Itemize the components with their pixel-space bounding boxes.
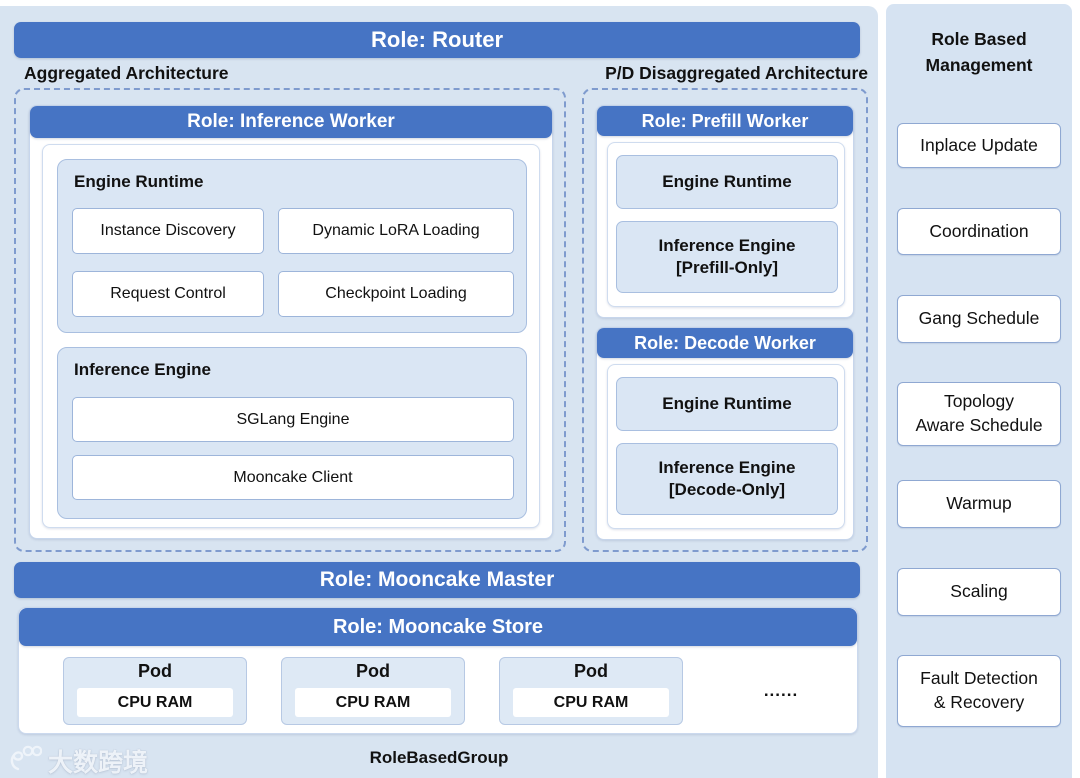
inference-engine-title: Inference Engine <box>74 360 211 379</box>
instance-discovery-box: Instance Discovery <box>72 208 264 254</box>
checkpoint-loading-box: Checkpoint Loading <box>278 271 514 317</box>
pd-disaggregated-group: Role: Prefill Worker Engine Runtime Infe… <box>582 88 868 552</box>
mooncake-store-card: Role: Mooncake Store Pod CPU RAM Pod CPU… <box>18 607 858 734</box>
sidebar-item-topology-aware-schedule: Topology Aware Schedule <box>897 382 1061 446</box>
more-pods-ellipsis: ...... <box>763 681 799 700</box>
rolebasedgroup-label: RoleBasedGroup <box>369 748 509 767</box>
pod-title: Pod <box>138 661 172 681</box>
dynamic-lora-loading-box: Dynamic LoRA Loading <box>278 208 514 254</box>
sidebar-item-fault-detection-recovery: Fault Detection & Recovery <box>897 655 1061 727</box>
mooncake-master-role-banner: Role: Mooncake Master <box>14 562 860 598</box>
aggregated-architecture-group: Role: Inference Worker Engine Runtime In… <box>14 88 566 552</box>
prefill-worker-role-banner: Role: Prefill Worker <box>597 106 853 136</box>
pod-title: Pod <box>356 661 390 681</box>
role-based-management-title: Role Based Management <box>925 29 1033 76</box>
pod-title: Pod <box>574 661 608 681</box>
router-role-banner: Role: Router <box>14 22 860 58</box>
pd-disaggregated-architecture-label: P/D Disaggregated Architecture <box>605 63 868 83</box>
engine-runtime-panel: Engine Runtime Instance Discovery Dynami… <box>57 159 527 333</box>
sglang-engine-box: SGLang Engine <box>72 397 514 442</box>
decode-engine-runtime-box: Engine Runtime <box>616 377 838 431</box>
sidebar-item-coordination: Coordination <box>897 208 1061 255</box>
watermark-logo-icon <box>8 744 43 778</box>
main-architecture-panel: Role: Router Aggregated Architecture P/D… <box>0 6 878 778</box>
sidebar-item-gang-schedule: Gang Schedule <box>897 295 1061 343</box>
prefill-worker-card: Role: Prefill Worker Engine Runtime Infe… <box>596 105 854 318</box>
pod-box: Pod CPU RAM <box>63 657 247 725</box>
role-based-management-panel: Role Based Management Inplace Update Coo… <box>886 4 1072 778</box>
mooncake-store-role-banner: Role: Mooncake Store <box>19 608 857 646</box>
decode-worker-card: Role: Decode Worker Engine Runtime Infer… <box>596 327 854 540</box>
decode-worker-inner-card: Engine Runtime Inference Engine [Decode-… <box>607 364 845 529</box>
inference-worker-inner-card: Engine Runtime Instance Discovery Dynami… <box>42 144 540 528</box>
cpu-ram-box: CPU RAM <box>513 688 669 717</box>
mooncake-client-box: Mooncake Client <box>72 455 514 500</box>
prefill-inference-engine-box: Inference Engine [Prefill-Only] <box>616 221 838 293</box>
request-control-box: Request Control <box>72 271 264 317</box>
pod-box: Pod CPU RAM <box>499 657 683 725</box>
watermark: 大数跨境 <box>8 742 148 778</box>
inference-worker-card: Role: Inference Worker Engine Runtime In… <box>29 105 553 539</box>
decode-inference-engine-box: Inference Engine [Decode-Only] <box>616 443 838 515</box>
inference-engine-panel: Inference Engine SGLang Engine Mooncake … <box>57 347 527 519</box>
prefill-worker-inner-card: Engine Runtime Inference Engine [Prefill… <box>607 142 845 307</box>
decode-worker-role-banner: Role: Decode Worker <box>597 328 853 358</box>
cpu-ram-box: CPU RAM <box>77 688 233 717</box>
sidebar-item-warmup: Warmup <box>897 480 1061 528</box>
prefill-engine-runtime-box: Engine Runtime <box>616 155 838 209</box>
sidebar-item-scaling: Scaling <box>897 568 1061 616</box>
watermark-text: 大数跨境 <box>48 749 149 777</box>
inference-worker-role-banner: Role: Inference Worker <box>30 106 552 138</box>
engine-runtime-title: Engine Runtime <box>74 172 204 191</box>
aggregated-architecture-label: Aggregated Architecture <box>24 63 229 83</box>
cpu-ram-box: CPU RAM <box>295 688 451 717</box>
pod-box: Pod CPU RAM <box>281 657 465 725</box>
sidebar-item-inplace-update: Inplace Update <box>897 123 1061 168</box>
